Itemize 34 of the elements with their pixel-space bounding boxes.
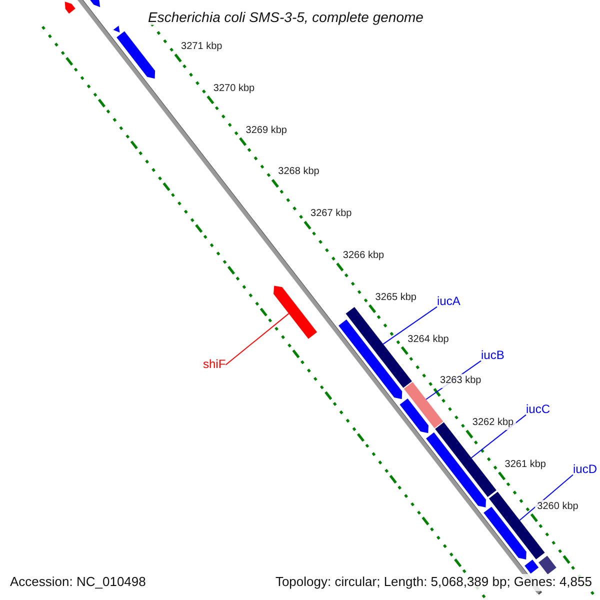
gene-bar	[116, 31, 156, 79]
gene-label: shiF	[203, 358, 226, 372]
accession-note: Accession: NC_010498	[8, 574, 148, 591]
scale-label: 3268 kbp	[276, 165, 322, 179]
leader-line	[225, 313, 290, 366]
scale-label: 3260 kbp	[535, 500, 580, 514]
gene-bar	[426, 432, 486, 508]
gene-bar	[90, 0, 100, 8]
leader-line	[382, 306, 438, 345]
gene-bar	[538, 556, 556, 574]
gene-label: iucA	[437, 295, 460, 309]
gene-label: iucC	[526, 403, 550, 417]
gene-label: iucB	[481, 349, 504, 363]
gene-bar	[338, 319, 402, 400]
leader-line	[519, 474, 574, 521]
scale-label: 3261 kbp	[502, 458, 548, 472]
genome-summary-note: Topology: circular; Length: 5,068,389 bp; Genes: 4,855	[273, 574, 594, 591]
scale-label: 3271 kbp	[179, 40, 224, 54]
gene-bar	[64, 2, 76, 14]
scale-label: 3267 kbp	[308, 207, 354, 221]
scale-label: 3266 kbp	[340, 248, 386, 262]
title: Escherichia coli SMS-3-5, complete genome	[146, 9, 426, 26]
gene-bar	[404, 382, 444, 428]
gene-bar	[484, 506, 526, 560]
gene-bar	[273, 286, 318, 339]
scale-label: 3263 kbp	[438, 374, 484, 388]
scale-label: 3265 kbp	[373, 290, 418, 304]
gene-label: iucD	[573, 463, 598, 477]
scale-label: 3270 kbp	[211, 82, 257, 96]
scale-label: 3262 kbp	[470, 416, 516, 430]
scale-label: 3269 kbp	[244, 124, 289, 138]
scale-label: 3264 kbp	[406, 332, 451, 346]
gene-bar	[113, 26, 120, 32]
gene-bar	[400, 398, 428, 434]
